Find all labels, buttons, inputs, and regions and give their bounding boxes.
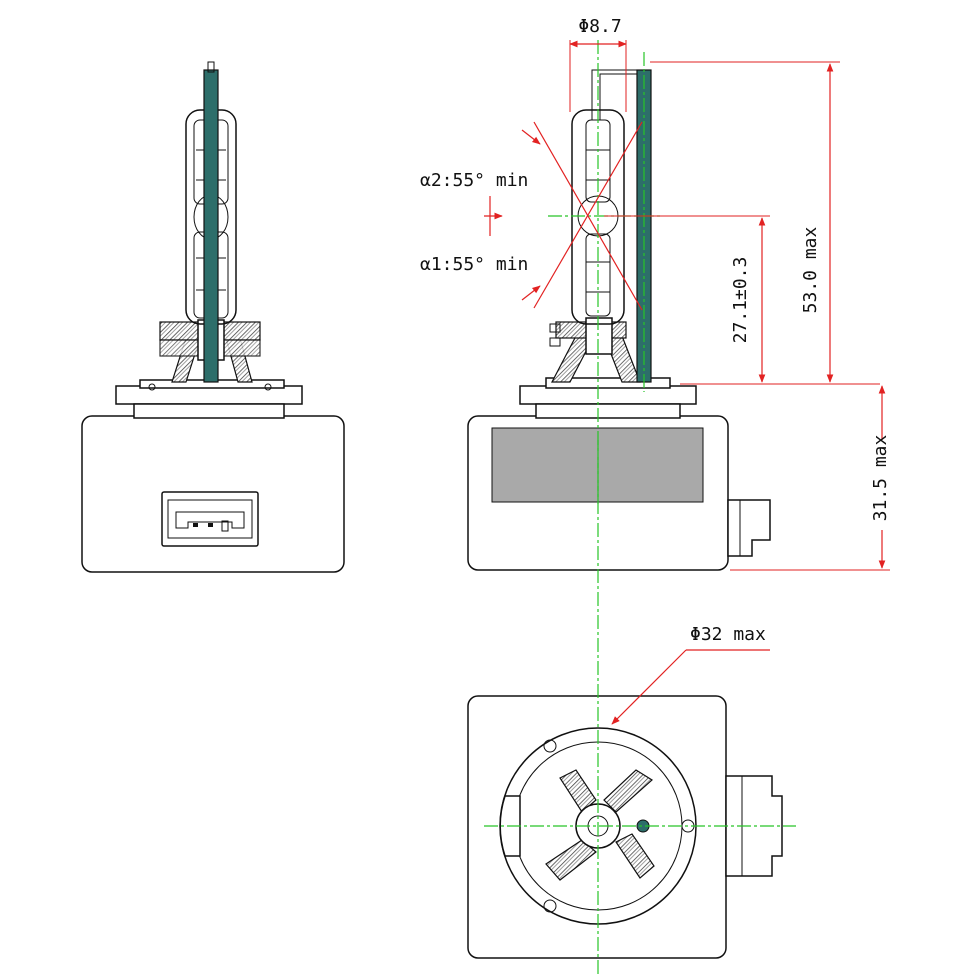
spokes: [545, 769, 655, 881]
left-return-rod: [203, 69, 219, 383]
left-flange: [115, 379, 303, 419]
dimensions: Φ8.7 α2:55° min α1:55° min 27.1±0.3 53.0…: [420, 16, 891, 725]
front-ceramic-legs: [549, 317, 641, 383]
side-connector: [727, 499, 771, 557]
connector-socket: [161, 491, 259, 547]
dim-alpha2: α2:55° min: [420, 170, 528, 191]
bottom-view: [467, 695, 783, 959]
dim-base-diameter: Φ32 max: [690, 624, 766, 645]
dim-alpha1: α1:55° min: [420, 254, 528, 275]
dim-arc-height: 27.1±0.3: [730, 257, 751, 344]
front-view: [467, 69, 771, 571]
dim-overall-height: 53.0 max: [800, 226, 821, 313]
left-side-view: [81, 61, 345, 573]
centerlines: [484, 40, 796, 976]
left-base-body: [81, 415, 345, 573]
front-flange: [519, 377, 697, 419]
dim-base-height: 31.5 max: [870, 434, 891, 521]
dim-tube-diameter: Φ8.7: [578, 16, 621, 37]
